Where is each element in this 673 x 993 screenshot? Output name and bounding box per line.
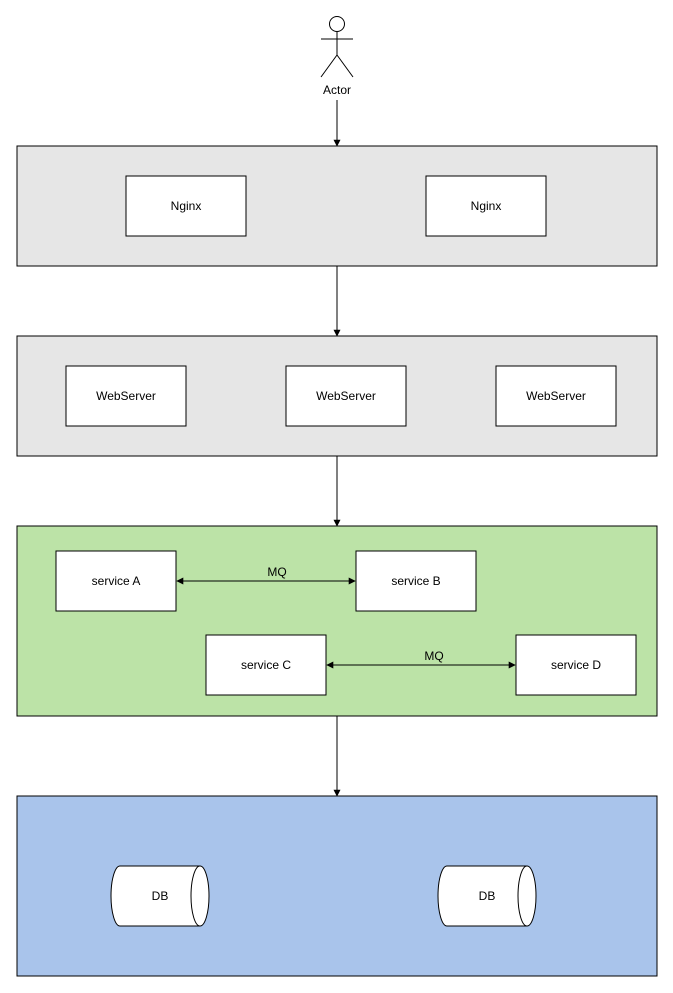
- webserver-node-label: WebServer: [526, 389, 586, 403]
- mq-label-a-b: MQ: [267, 565, 286, 579]
- service-b-label: service B: [391, 574, 440, 588]
- mq-link-a-b: MQ: [176, 565, 356, 585]
- nginx-node: Nginx: [425, 175, 547, 237]
- gateway-layer: Nginx Nginx: [16, 145, 658, 267]
- mq-link-c-d: MQ: [326, 649, 516, 669]
- mq-label-c-d: MQ: [424, 649, 443, 663]
- gateway-layer-bg: [16, 145, 658, 267]
- webserver-node-label: WebServer: [96, 389, 156, 403]
- actor-head: [329, 16, 345, 32]
- nginx-node: Nginx: [125, 175, 247, 237]
- service-a-label: service A: [92, 574, 141, 588]
- db-node-label: DB: [152, 889, 169, 903]
- actor-right-leg: [336, 54, 354, 78]
- actor-left-leg: [320, 54, 338, 78]
- webserver-node: WebServer: [495, 365, 617, 427]
- nginx-node-label: Nginx: [171, 199, 202, 213]
- service-d-label: service D: [551, 658, 601, 672]
- service-b-node: service B: [355, 550, 477, 612]
- webserver-node-label: WebServer: [316, 389, 376, 403]
- service-layer: service A service B service C service D …: [16, 525, 658, 717]
- nginx-node-label: Nginx: [471, 199, 502, 213]
- webserver-node: WebServer: [285, 365, 407, 427]
- db-node-label: DB: [479, 889, 496, 903]
- web-layer: WebServer WebServer WebServer: [16, 335, 658, 457]
- actor-label: Actor: [323, 83, 351, 97]
- webserver-node: WebServer: [65, 365, 187, 427]
- service-d-node: service D: [515, 634, 637, 696]
- actor: Actor: [320, 16, 354, 97]
- service-a-node: service A: [55, 550, 177, 612]
- service-c-label: service C: [241, 658, 291, 672]
- service-c-node: service C: [205, 634, 327, 696]
- db-node: DB: [437, 865, 537, 927]
- data-layer: DB DB: [16, 795, 658, 977]
- db-node: DB: [110, 865, 210, 927]
